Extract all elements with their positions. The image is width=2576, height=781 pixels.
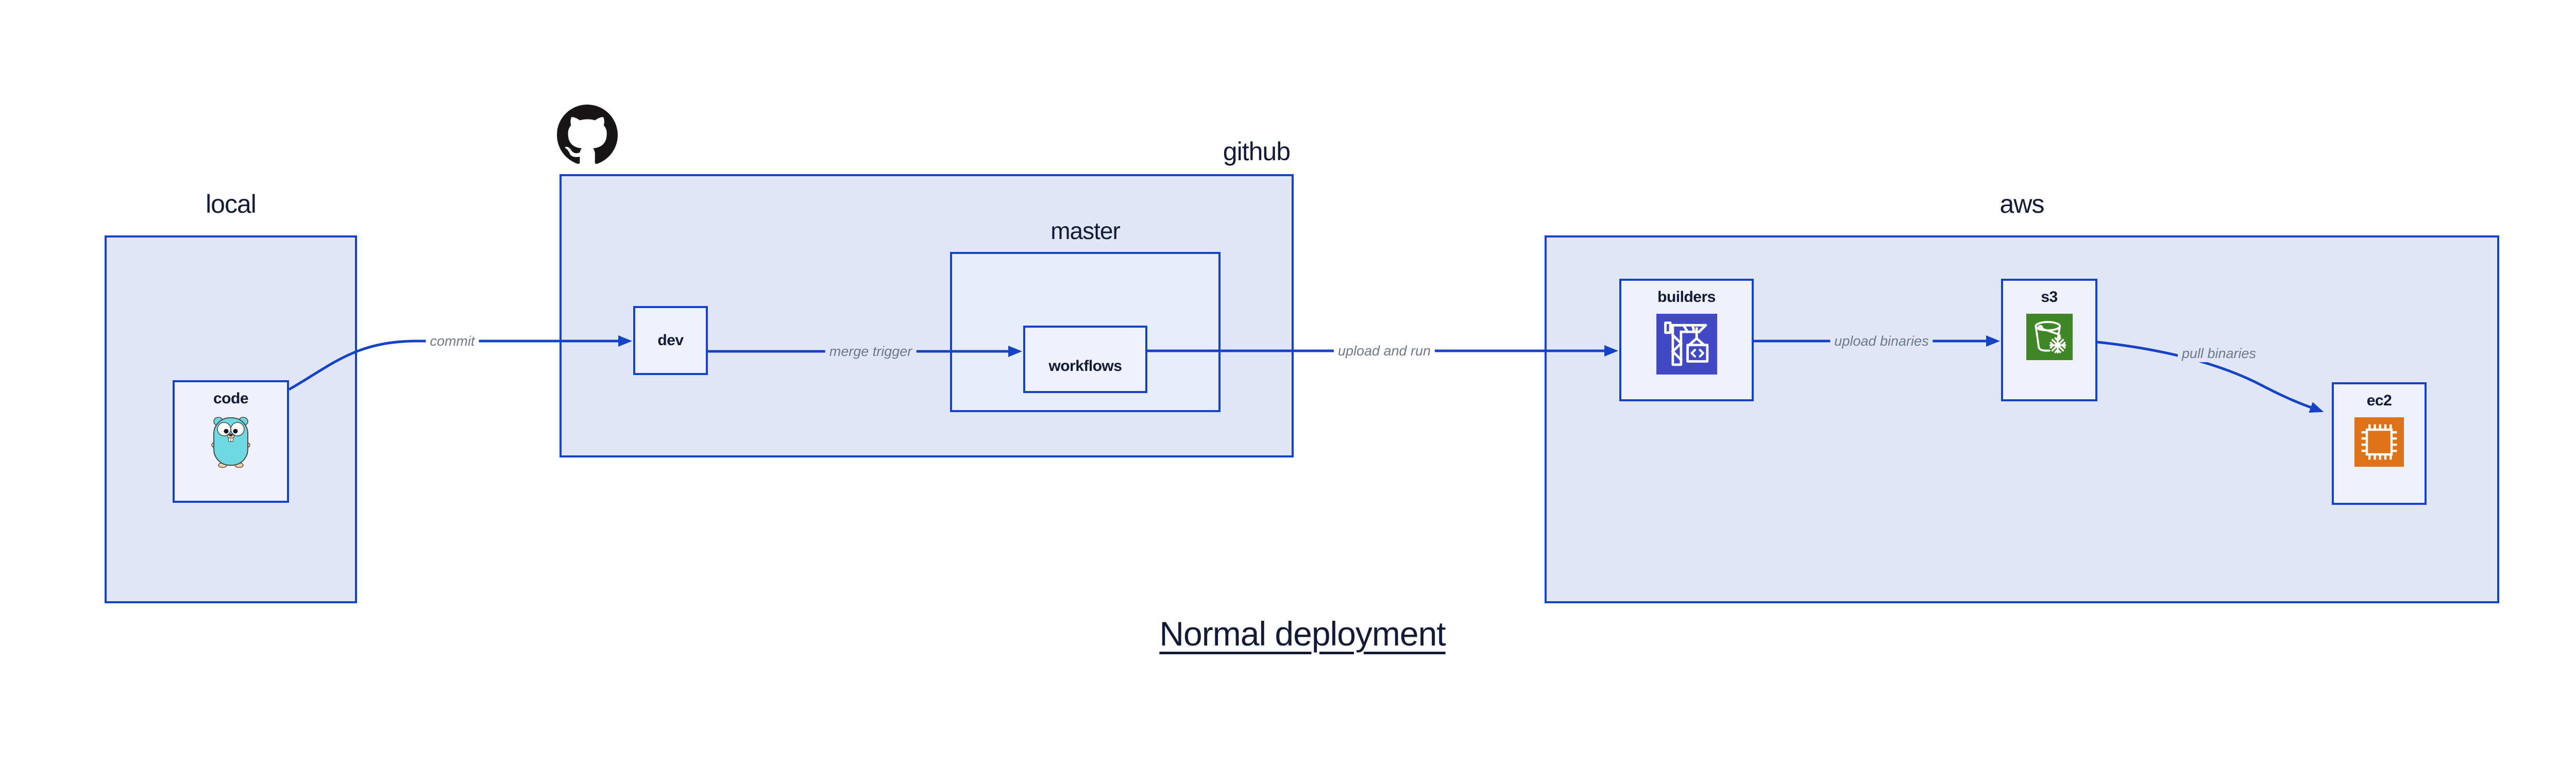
node-builders-label: builders [1657,288,1716,305]
node-dev-label: dev [657,332,684,349]
edge-upload-and-run-label: upload and run [1333,342,1435,360]
node-dev-box: dev [633,306,708,375]
section-github-label: github [1223,137,1291,166]
codebuild-crane-icon [1656,314,1717,375]
edge-merge-trigger-label: merge trigger [825,343,917,360]
node-ec2-box: ec2 [2332,382,2427,505]
edge-pull-binaries-label: pull binaries [2177,345,2261,362]
section-master-label: master [1050,217,1121,244]
node-code-label: code [213,390,249,407]
github-octocat-icon [557,105,618,164]
s3-bucket-snowflake-icon [2026,314,2073,360]
node-s3-label: s3 [2041,288,2058,305]
ec2-chip-icon [2354,417,2404,467]
edge-commit-label: commit [426,332,479,350]
section-local-label: local [206,190,257,218]
node-code-box: code [173,380,289,503]
node-builders-box: builders [1619,279,1754,401]
node-ec2-label: ec2 [2366,392,2392,409]
go-gopher-icon [211,417,250,468]
node-workflows-box: workflows [1023,326,1147,393]
section-aws-label: aws [1999,190,2045,218]
diagram-title: Normal deployment [1159,615,1446,653]
node-s3-box: s3 [2001,279,2097,401]
edge-upload-binaries-label: upload binaries [1830,332,1933,350]
node-workflows-label: workflows [1048,357,1122,375]
